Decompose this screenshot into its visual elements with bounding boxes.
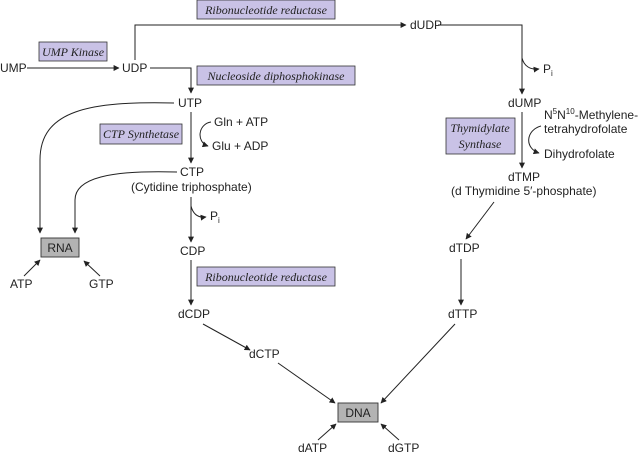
arrow-methylene-dihydrofolate	[528, 125, 542, 155]
dna-box: DNA	[337, 402, 379, 423]
svg-text:tetrahydrofolate: tetrahydrofolate	[544, 122, 628, 136]
node-dudp: dUDP	[410, 18, 442, 32]
enzyme-thymidylate-synthase: Thymidylate Synthase	[445, 117, 516, 155]
svg-text:Thymidylate: Thymidylate	[450, 121, 510, 135]
arrow-datp-dna	[317, 423, 337, 441]
svg-text:RNA: RNA	[47, 241, 72, 255]
arrow-utp-rna	[37, 102, 175, 234]
node-gtp: GTP	[89, 277, 114, 291]
node-dcdp: dCDP	[178, 307, 210, 321]
enzyme-ribonucleotide-reductase-top: Ribonucleotide reductase	[196, 0, 336, 20]
rna-box: RNA	[40, 237, 80, 258]
arrow-ctp-rna	[72, 171, 178, 234]
node-ump: UMP	[0, 61, 27, 75]
pi-label-cdp: Pi	[210, 209, 220, 225]
node-udp: UDP	[122, 61, 147, 75]
svg-text:Synthase: Synthase	[459, 137, 502, 151]
node-datp: dATP	[298, 441, 327, 455]
arrow-dtmp-dtdp	[465, 201, 495, 240]
arrow-pi-cdp	[190, 205, 207, 221]
arrow-gln-glu	[199, 121, 212, 148]
svg-text:DNA: DNA	[345, 406, 370, 420]
node-dtmp-full: (d Thymidine 5′-phosphate)	[451, 184, 596, 198]
node-ctp-full: (Cytidine triphosphate)	[131, 180, 252, 194]
node-dtmp: dTMP	[508, 170, 540, 184]
arrow-dttp-dna	[380, 323, 456, 404]
glu-adp-label: Glu + ADP	[212, 139, 268, 153]
node-dgtp: dGTP	[388, 441, 419, 455]
arrow-dudp-dump	[438, 24, 525, 95]
enzyme-ump-kinase: UMP Kinase	[38, 41, 108, 62]
arrow-udp-dudp	[134, 22, 407, 60]
enzyme-nucleoside-diphosphokinase: Nucleoside diphosphokinase	[196, 65, 356, 86]
arrow-gtp-rna	[83, 260, 101, 277]
svg-text:Ribonucleotide reductase: Ribonucleotide reductase	[204, 270, 328, 284]
node-dctp: dCTP	[249, 347, 280, 361]
svg-text:CTP Synthetase: CTP Synthetase	[103, 127, 180, 141]
enzyme-ctp-synthetase: CTP Synthetase	[99, 123, 183, 145]
node-atp: ATP	[10, 277, 32, 291]
svg-text:Pi: Pi	[210, 209, 220, 225]
node-ctp: CTP	[180, 165, 204, 179]
methylene-thf-label: N5N10-Methylene- tetrahydrofolate	[544, 107, 638, 136]
arrow-dcdp-dctp	[202, 323, 251, 351]
node-utp: UTP	[178, 96, 202, 110]
enzyme-ribonucleotide-reductase-mid: Ribonucleotide reductase	[196, 266, 336, 287]
arrow-dctp-dna	[277, 362, 336, 404]
arrow-atp-rna	[23, 259, 41, 277]
svg-text:Pi: Pi	[543, 62, 553, 78]
node-dtdp: dTDP	[449, 241, 480, 255]
arrow-dgtp-dna	[380, 423, 400, 441]
svg-text:N5N10-Methylene-: N5N10-Methylene-	[544, 107, 638, 122]
node-dttp: dTTP	[448, 307, 477, 321]
arrow-udp-utp	[150, 67, 194, 94]
arrow-pi-dump	[521, 57, 540, 73]
node-cdp: CDP	[180, 244, 205, 258]
dihydrofolate-label: Dihydrofolate	[544, 147, 615, 161]
svg-text:UMP Kinase: UMP Kinase	[42, 45, 105, 59]
svg-text:Ribonucleotide reductase: Ribonucleotide reductase	[204, 3, 328, 17]
gln-atp-label: Gln + ATP	[214, 115, 268, 129]
node-dump: dUMP	[508, 96, 541, 110]
pi-label-dump: Pi	[543, 62, 553, 78]
svg-text:Nucleoside diphosphokinase: Nucleoside diphosphokinase	[207, 69, 346, 83]
